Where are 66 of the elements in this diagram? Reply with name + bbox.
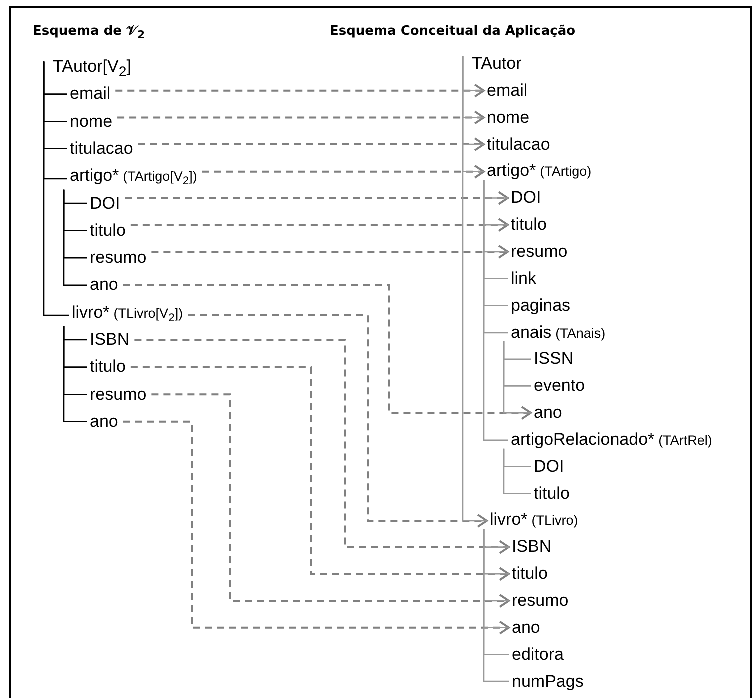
attribute-name: artigo* <box>70 166 120 186</box>
attribute-name: ano <box>90 275 118 296</box>
type-name: (TArtigo[V$_{2}$]) <box>123 169 198 184</box>
attribute-name: titulo <box>534 484 570 504</box>
attribute-name: titulo <box>512 564 548 584</box>
attribute-name: ano <box>512 618 540 638</box>
attribute-name: titulo <box>90 220 126 241</box>
type-name: (TArtigo) <box>540 164 592 180</box>
attribute-name: titulacao <box>70 138 134 159</box>
section-heading: Esquema de 𝒱$_{2}$ <box>33 24 146 42</box>
mapping-arrow <box>188 314 488 528</box>
attribute-name: artigoRelacionado* <box>511 430 655 449</box>
attribute-name: email <box>70 84 111 104</box>
tree-line <box>462 56 487 522</box>
type-name: (TLivro) <box>532 513 578 528</box>
attribute-name: ISBN <box>90 330 130 350</box>
mapping-arrow <box>123 284 532 420</box>
mapping-arrow <box>152 394 510 608</box>
attribute-name: nome <box>70 112 113 132</box>
attribute-name: titulo <box>511 215 547 236</box>
attribute-name: resumo <box>90 248 147 268</box>
attribute-name: nome <box>487 108 530 128</box>
tree-line <box>43 62 69 316</box>
attribute-name: livro* <box>490 510 528 530</box>
attribute-name: resumo <box>512 591 569 611</box>
section-heading: Esquema Conceitual da Aplicação <box>330 24 576 39</box>
mapping-arrow <box>202 164 485 179</box>
type-name: (TArtRel) <box>658 432 712 448</box>
type-name: (TAnais) <box>556 326 606 340</box>
attribute-name: TAutor <box>472 54 522 74</box>
attribute-name: link <box>511 268 537 289</box>
attribute-name: TAutor[V$_{2}$] <box>53 57 132 82</box>
tree-line <box>503 448 531 494</box>
tree-line <box>503 342 531 414</box>
attribute-name: titulo <box>90 357 126 378</box>
attribute-name: ISBN <box>512 537 552 558</box>
mapping-arrow <box>152 244 509 259</box>
type-name: (TLivro[V$_{2}$]) <box>114 306 184 321</box>
attribute-name: artigo* <box>487 161 536 180</box>
mapping-arrow <box>130 218 509 232</box>
attribute-name: anais <box>511 322 552 342</box>
tree-line <box>63 190 87 286</box>
mapping-arrow <box>123 420 510 635</box>
mapping-arrow <box>134 339 510 554</box>
tree-line <box>483 180 508 442</box>
attribute-name: livro* <box>72 302 110 322</box>
attribute-name: titulacao <box>487 134 550 155</box>
attribute-name: DOI <box>511 188 542 208</box>
attribute-name: email <box>487 80 528 101</box>
attribute-name: ISSN <box>534 349 574 370</box>
mapping-arrow <box>125 191 509 206</box>
attribute-name: ano <box>534 403 562 424</box>
attribute-name: paginas <box>511 296 571 316</box>
attribute-name: editora <box>512 644 564 665</box>
attribute-name: resumo <box>90 384 147 405</box>
tree-line <box>63 326 87 423</box>
attribute-name: ano <box>90 412 118 432</box>
attribute-name: numPags <box>512 672 584 692</box>
attribute-name: DOI <box>90 194 120 214</box>
attribute-name: resumo <box>511 242 568 262</box>
mapping-arrow <box>130 366 510 582</box>
attribute-name: DOI <box>534 456 564 477</box>
mapping-arrow <box>118 110 485 125</box>
attribute-name: evento <box>534 376 586 396</box>
mapping-arrow <box>116 84 485 98</box>
mapping-arrow <box>138 138 485 152</box>
